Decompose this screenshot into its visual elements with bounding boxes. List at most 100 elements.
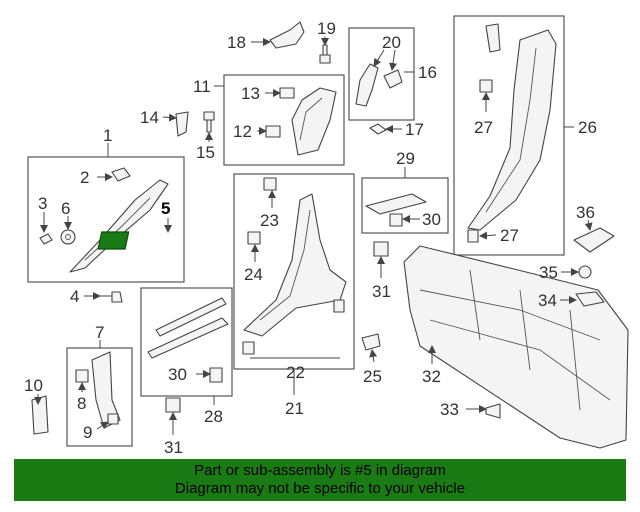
- callout-32: 32: [422, 367, 441, 386]
- clip-part-12: [265, 125, 281, 138]
- pillar-trim-part-1: [69, 179, 169, 273]
- callout-17: 17: [405, 120, 424, 139]
- leader-20b: [373, 49, 385, 67]
- pillar-trim-part-26-detail: [485, 47, 537, 213]
- callout-30a: 30: [422, 210, 441, 229]
- callout-5[interactable]: 5: [161, 199, 170, 218]
- bracket-part-26a: [485, 23, 501, 53]
- bracket-part-36: [573, 227, 615, 253]
- sill-trim-part-28b: [147, 317, 229, 359]
- callout-26: 26: [578, 118, 597, 137]
- bracket-part-18: [269, 21, 305, 49]
- callout-6: 6: [61, 199, 70, 218]
- leader-36: [584, 219, 593, 231]
- banner-line-1: Part or sub-assembly is #5 in diagram: [194, 462, 446, 479]
- clip-part-30a: [389, 213, 403, 227]
- nut-part-35: [578, 265, 592, 279]
- callout-35: 35: [539, 263, 558, 282]
- pillar-trim-part-22-detail: [259, 209, 311, 321]
- pillar-trim-detail: [84, 197, 151, 261]
- clip-part-24: [247, 231, 261, 245]
- clip-part-22a: [242, 341, 255, 355]
- trim-part-11-detail: [299, 97, 323, 141]
- callout-7: 7: [95, 323, 104, 342]
- callout-12: 12: [233, 122, 252, 141]
- bolt-part-19: [319, 44, 331, 64]
- clip-part-30b: [209, 367, 223, 383]
- clip-part-13: [279, 87, 295, 99]
- clip-part-31b: [165, 397, 181, 413]
- callout-16: 16: [418, 63, 437, 82]
- bracket-part-14: [175, 111, 189, 137]
- fastener-part-6-hole: [65, 234, 71, 240]
- callout-34: 34: [538, 291, 557, 310]
- callout-1: 1: [103, 126, 112, 145]
- trim-part-11: [291, 87, 337, 156]
- callout-30b: 30: [168, 365, 187, 384]
- group-box-1: [27, 156, 185, 283]
- clip-part-9: [107, 413, 119, 425]
- highlighted-part-5[interactable]: [97, 231, 130, 250]
- leader-27b: [479, 231, 497, 240]
- callout-29: 29: [396, 149, 415, 168]
- callout-31b: 31: [164, 438, 183, 457]
- sill-trim-part-28a: [155, 297, 227, 337]
- bolt-part-15: [203, 111, 215, 133]
- callout-2: 2: [80, 168, 89, 187]
- clip-part-27a: [479, 79, 493, 93]
- callout-9: 9: [83, 423, 92, 442]
- callout-21: 21: [285, 399, 304, 418]
- callout-15: 15: [196, 143, 215, 162]
- callout-25: 25: [363, 367, 382, 386]
- callout-18: 18: [227, 33, 246, 52]
- pillar-trim-part-26: [467, 29, 557, 231]
- back-panel-detail-1: [419, 289, 601, 341]
- callout-4: 4: [70, 287, 79, 306]
- bolt-part-17: [369, 123, 387, 135]
- callout-19: 19: [317, 19, 336, 38]
- callout-27a: 27: [474, 118, 493, 137]
- fastener-part-6: [60, 229, 76, 245]
- info-banner: Part or sub-assembly is #5 in diagram Di…: [14, 459, 626, 501]
- clip-part-8: [75, 369, 89, 383]
- banner-line-2: Diagram may not be specific to your vehi…: [174, 480, 466, 497]
- screw-part-3: [39, 233, 53, 245]
- scuff-plate-part-29: [365, 193, 427, 215]
- pillar-trim-part-22: [243, 193, 347, 337]
- group-box-11: [223, 74, 345, 166]
- back-panel-detail-2: [429, 319, 611, 401]
- group-box-26: [453, 15, 565, 256]
- clip-part-25: [361, 333, 381, 351]
- trim-part-7: [91, 351, 121, 429]
- callout-27b: 27: [500, 226, 519, 245]
- clip-part-2: [111, 167, 131, 182]
- group-box-16: [348, 27, 415, 121]
- callout-36: 36: [576, 203, 595, 222]
- bracket-part-10: [31, 395, 49, 435]
- bracket-part-34: [575, 291, 605, 307]
- callout-28: 28: [204, 407, 223, 426]
- leader-25: [369, 349, 378, 363]
- leader-14: [162, 113, 177, 122]
- clip-part-23: [263, 177, 277, 191]
- callout-23: 23: [260, 211, 279, 230]
- bolt-part-4: [100, 291, 123, 303]
- bracket-part-20a: [355, 63, 379, 107]
- leader-9: [96, 421, 109, 430]
- callout-14: 14: [140, 108, 159, 127]
- back-panel-detail-3: [469, 269, 581, 411]
- callout-20: 20: [382, 33, 401, 52]
- bracket-part-20b: [383, 69, 403, 89]
- callout-3: 3: [38, 194, 47, 213]
- clip-part-31a: [373, 241, 389, 257]
- group-box-28: [140, 287, 233, 397]
- callout-11: 11: [193, 77, 211, 96]
- back-panel-part-32: [403, 245, 629, 449]
- clip-part-22b: [333, 299, 345, 313]
- callout-22: 22: [286, 363, 305, 382]
- callout-33: 33: [440, 400, 459, 419]
- callout-8: 8: [77, 394, 86, 413]
- callout-10: 10: [24, 376, 43, 395]
- callout-31a: 31: [372, 282, 391, 301]
